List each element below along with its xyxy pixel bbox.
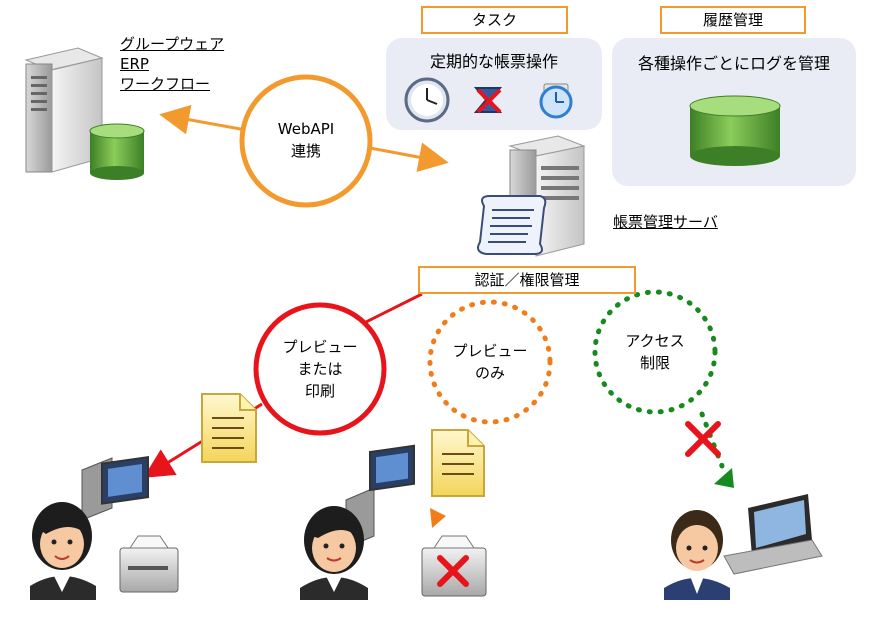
webapi-text: WebAPI 連携 <box>256 118 356 162</box>
groupware-link[interactable]: グループウェア <box>120 35 225 53</box>
access-arrow-head <box>714 468 734 488</box>
user-icon <box>300 506 368 600</box>
webapi-line2: 連携 <box>290 142 321 160</box>
user-icon <box>664 510 730 600</box>
database-icon <box>689 95 781 166</box>
timer-icon <box>539 83 573 119</box>
clock-icon <box>404 77 450 123</box>
webapi-circle <box>239 74 373 208</box>
preview-permission-line1: プレビュー <box>452 342 528 360</box>
history-panel-title: 各種操作ごとにログを管理 <box>637 54 830 73</box>
webapi-arrow-left <box>159 104 247 135</box>
print-permission-line3: 印刷 <box>304 382 335 400</box>
print-permission-text: プレビュー または 印刷 <box>262 336 378 402</box>
laptop-icon <box>723 494 823 575</box>
workflow-link[interactable]: ワークフロー <box>120 75 211 93</box>
task-label: タスク <box>421 6 568 34</box>
print-permission-line2: または <box>297 360 343 378</box>
printer-icon <box>119 535 179 593</box>
access-link-line <box>699 411 725 469</box>
database-icon <box>89 123 145 180</box>
erp-link[interactable]: ERP <box>120 55 149 73</box>
task-panel-title: 定期的な帳票操作 <box>429 52 558 71</box>
document-icon <box>201 393 257 463</box>
denied-icon <box>685 421 721 457</box>
preview-permission-text: プレビュー のみ <box>436 340 544 384</box>
history-label: 履歴管理 <box>660 6 806 34</box>
access-restriction-text: アクセス 制限 <box>601 330 709 374</box>
document-icon <box>431 429 485 497</box>
monitor-icon <box>81 456 149 521</box>
preview-arrow-head <box>430 508 446 528</box>
access-restriction-line2: 制限 <box>639 354 670 372</box>
document-icon <box>477 195 547 255</box>
print-permission-circle <box>253 302 387 436</box>
print-permission-line1: プレビュー <box>282 338 358 356</box>
panel-icons <box>404 77 781 166</box>
preview-permission-line2: のみ <box>474 364 505 382</box>
access-restriction-line1: アクセス <box>625 332 685 350</box>
server-label[interactable]: 帳票管理サーバ <box>613 213 718 231</box>
external-system-labels: グループウェア ERP ワークフロー <box>120 34 224 94</box>
access-restriction-circle <box>592 289 718 415</box>
scheduler-icon <box>473 87 503 114</box>
user-icon <box>30 502 96 600</box>
webapi-line1: WebAPI <box>277 120 335 138</box>
preview-permission-circle <box>427 299 553 425</box>
denied-icon <box>437 555 469 587</box>
auth-label: 認証／権限管理 <box>418 266 636 294</box>
webapi-arrow-right <box>369 142 449 172</box>
